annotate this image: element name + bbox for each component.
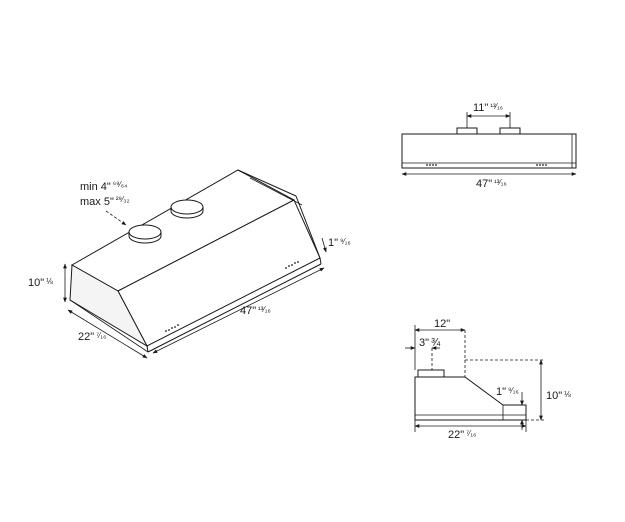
front-control-dots-left	[426, 164, 437, 166]
side-duct-depth-label: 12"	[434, 318, 450, 330]
duct-collar-rear	[170, 199, 204, 219]
front-view: 11"¹³⁄₁₆ 47"¹³⁄₁₆	[401, 102, 577, 190]
iso-width-frac: ¹³⁄₁₆	[258, 305, 271, 314]
duct-collar-front	[128, 224, 162, 244]
side-height-frac: ⅛	[564, 390, 571, 399]
svg-text:47"¹³⁄₁₆: 47"¹³⁄₁₆	[240, 305, 271, 317]
front-width-label: 47"	[476, 178, 492, 190]
side-offset-frac: ¾	[431, 337, 441, 349]
side-depth-label: 22"	[448, 429, 464, 441]
front-duct-tab-left	[456, 127, 478, 135]
svg-text:11"¹³⁄₁₆: 11"¹³⁄₁₆	[473, 102, 503, 114]
iso-lip-dim-line	[321, 237, 327, 253]
iso-depth-dim-line	[67, 309, 148, 359]
side-view: 12" 3"¾ 1"⁹⁄₁₆ 10"⅛ 22"⁷⁄₁₆	[405, 318, 571, 441]
svg-text:1"⁹⁄₁₆: 1"⁹⁄₁₆	[496, 386, 519, 398]
svg-text:min 4"⁶⁹⁄₆₄: min 4"⁶⁹⁄₆₄	[80, 180, 127, 193]
iso-min-duct-label: min 4"	[80, 181, 111, 193]
iso-depth-label: 22"	[78, 331, 94, 343]
front-control-dots-right	[536, 164, 547, 166]
side-height-label: 10"	[546, 390, 562, 402]
svg-text:22"⁷⁄₁₆: 22"⁷⁄₁₆	[448, 429, 476, 441]
side-offset-label: 3"	[419, 337, 429, 349]
isometric-view: min 4"⁶⁹⁄₆₄ max 5"²⁹⁄₃₂ 10"⅛ 22"⁷⁄₁₆ 47"…	[28, 169, 351, 359]
iso-lip-frac: ⁹⁄₁₆	[340, 237, 351, 246]
front-spacing-label: 11"	[473, 102, 488, 114]
front-duct-tab-right	[499, 127, 521, 135]
svg-text:22"⁷⁄₁₆: 22"⁷⁄₁₆	[78, 331, 106, 343]
iso-max-duct-frac: ²⁹⁄₃₂	[116, 195, 130, 204]
iso-min-duct-frac: ⁶⁹⁄₆₄	[113, 180, 128, 189]
svg-text:10"⅛: 10"⅛	[546, 390, 571, 402]
svg-text:3"¾: 3"¾	[419, 337, 441, 349]
iso-width-label: 47"	[240, 305, 256, 317]
side-depth-frac: ⁷⁄₁₆	[466, 429, 476, 438]
svg-text:47"¹³⁄₁₆: 47"¹³⁄₁₆	[476, 178, 507, 190]
front-width-frac: ¹³⁄₁₆	[494, 178, 507, 187]
iso-max-duct-label: max 5"	[80, 196, 114, 208]
side-lip-label: 1"	[496, 386, 506, 398]
iso-depth-frac: ⁷⁄₁₆	[96, 331, 106, 340]
iso-height-frac: ⅛	[46, 277, 53, 286]
iso-width-dim-line	[152, 267, 325, 354]
side-hood-body	[414, 376, 527, 421]
svg-text:10"⅛: 10"⅛	[28, 277, 53, 289]
svg-text:1"⁹⁄₁₆: 1"⁹⁄₁₆	[328, 237, 351, 249]
svg-text:max 5"²⁹⁄₃₂: max 5"²⁹⁄₃₂	[80, 195, 130, 208]
iso-lip-label: 1"	[328, 237, 338, 249]
side-duct-collar	[417, 369, 445, 378]
front-spacing-frac: ¹³⁄₁₆	[490, 102, 503, 111]
iso-height-label: 10"	[28, 277, 44, 289]
side-lip-frac: ⁹⁄₁₆	[508, 386, 519, 395]
front-hood-body	[401, 133, 577, 169]
